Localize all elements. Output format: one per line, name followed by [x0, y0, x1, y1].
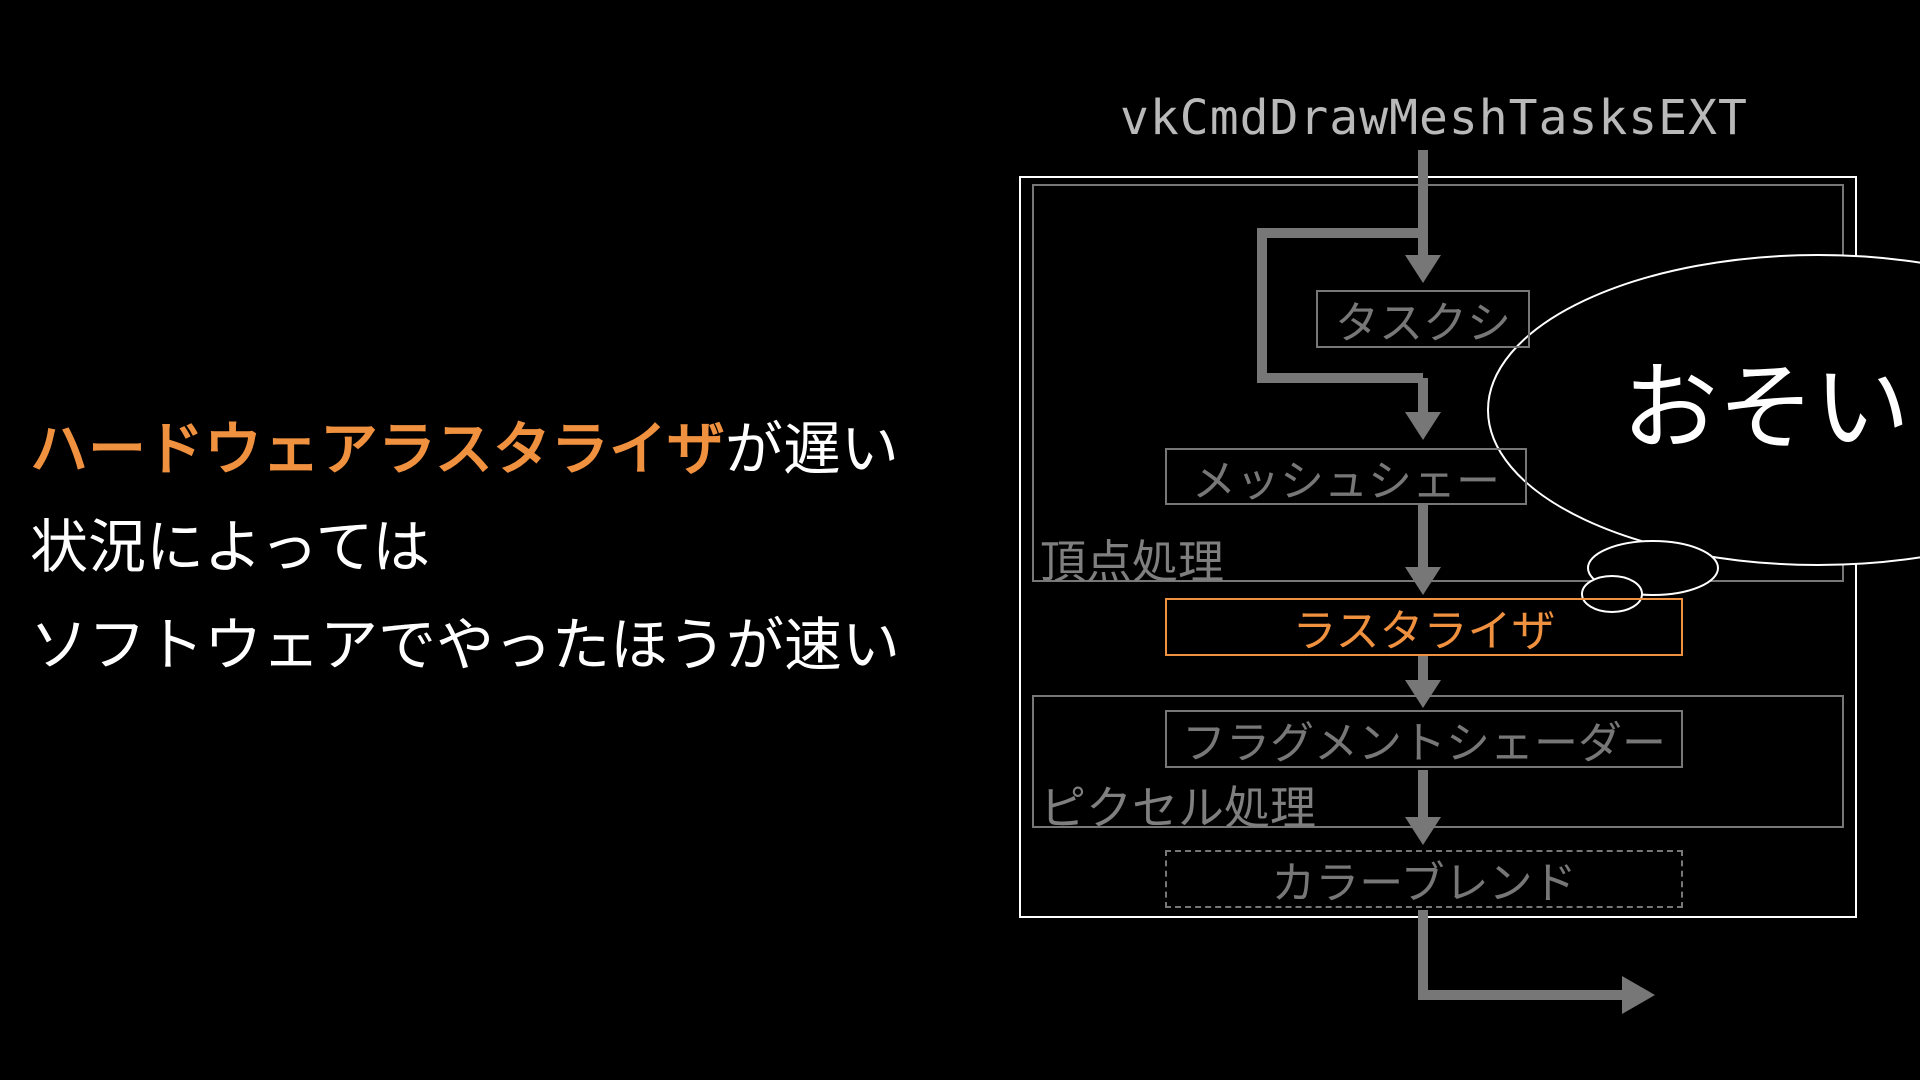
text-line-2: 状況によっては — [30, 513, 431, 581]
mesh-shader-label: メッシュシェー — [1192, 455, 1500, 507]
arrow-to-task — [1405, 255, 1441, 283]
fragment-shader-label: フラグメントシェーダー — [1182, 718, 1666, 769]
task-shader-label: タスクシ — [1335, 298, 1511, 349]
rasterizer-label: ラスタライザ — [1292, 606, 1556, 657]
task-loop-path — [1257, 228, 1423, 383]
text-line-3: ソフトウェアでやったほうが速い — [30, 611, 901, 679]
vertex-processing-label: 頂点処理 — [1040, 535, 1224, 589]
speech-bubble-text: おそい — [1622, 352, 1910, 464]
pixel-processing-label: ピクセル処理 — [1040, 781, 1316, 835]
flow-line-exit — [1418, 910, 1625, 1000]
fragment-shader-stage: フラグメントシェーダー — [1165, 710, 1683, 769]
pixel-processing-group — [1032, 695, 1844, 828]
exit-arrow-head — [1622, 976, 1655, 1014]
arrow-to-mesh — [1405, 412, 1441, 440]
bubble-tail-small — [1581, 575, 1643, 613]
arrow-to-rasterizer — [1405, 567, 1441, 595]
highlight-hardware-rasterizer: ハードウェアラスタライザ — [30, 415, 725, 483]
text-line-1: ハードウェアラスタライザが遅い — [30, 400, 1010, 498]
arrow-to-fragment — [1405, 680, 1441, 708]
left-text-block: ハードウェアラスタライザが遅い 状況によっては ソフトウェアでやったほうが速い — [30, 400, 1010, 694]
mesh-shader-stage: メッシュシェー — [1165, 448, 1527, 507]
rasterizer-stage: ラスタライザ — [1165, 598, 1683, 657]
speech-bubble — [1487, 254, 1920, 566]
text-line-1-rest: が遅い — [724, 415, 899, 483]
entry-call-label: vkCmdDrawMeshTasksEXT — [1120, 90, 1748, 146]
arrow-to-color-blend — [1405, 817, 1441, 845]
color-blend-label: カラーブレンド — [1271, 858, 1577, 909]
color-blend-stage: カラーブレンド — [1165, 850, 1683, 909]
task-shader-stage: タスクシ — [1316, 290, 1530, 349]
